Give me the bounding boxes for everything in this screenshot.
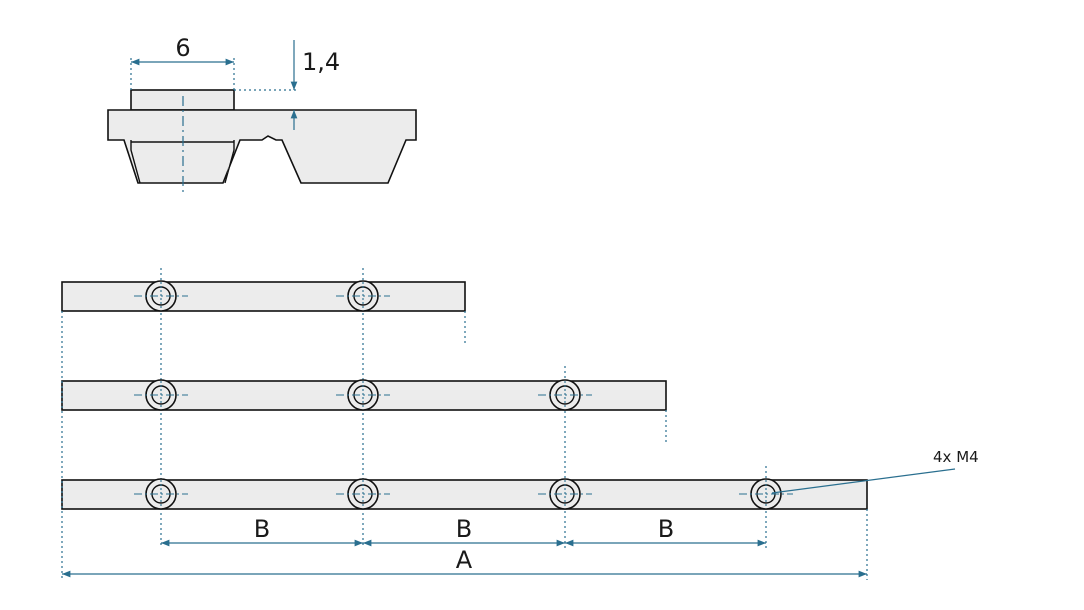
mounting-hole [336, 280, 390, 312]
overall-length-label: A [456, 546, 473, 574]
mounting-hole [134, 478, 188, 510]
mounting-hole [336, 478, 390, 510]
extension-lines [61, 311, 868, 580]
mounting-hole [538, 478, 592, 510]
width-dimension [130, 58, 235, 90]
spacing-label-1: B [254, 515, 270, 543]
belt-body [107, 109, 417, 184]
mounting-hole [538, 379, 592, 411]
mounting-hole [134, 280, 188, 312]
bar-long [61, 479, 868, 510]
mounting-hole [739, 478, 793, 510]
hole-callout-label: 4x M4 [933, 448, 979, 466]
spacing-label-3: B [658, 515, 674, 543]
hole-leader-line [771, 468, 956, 494]
spacing-label-2: B [456, 515, 472, 543]
mounting-hole [336, 379, 390, 411]
mounting-holes [134, 280, 793, 510]
width-dimension-label: 6 [175, 34, 190, 62]
mounting-hole [134, 379, 188, 411]
profile-view [107, 89, 417, 184]
tooth-cavity [130, 140, 235, 184]
thickness-dimension-label: 1,4 [302, 48, 340, 76]
bar-short [61, 281, 466, 312]
thickness-dimension [234, 40, 298, 130]
